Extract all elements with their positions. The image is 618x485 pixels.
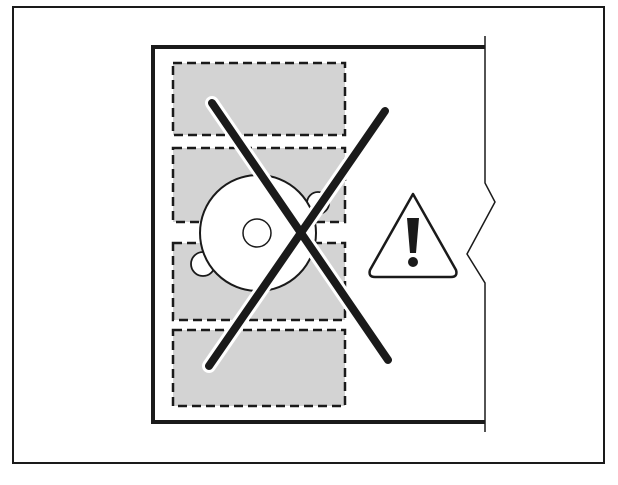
enclosure-walls [151,45,485,424]
object-center-knob [242,218,272,248]
x-mark [202,96,395,373]
enclosure-break-line [466,36,496,432]
placement-zone-1 [171,61,347,137]
exclamation-dot [408,257,418,267]
placement-zone-4 [171,328,347,408]
exclamation-bar [407,218,419,253]
x-mark-stroke-2 [205,107,389,370]
warning-triangle-icon [368,192,458,279]
